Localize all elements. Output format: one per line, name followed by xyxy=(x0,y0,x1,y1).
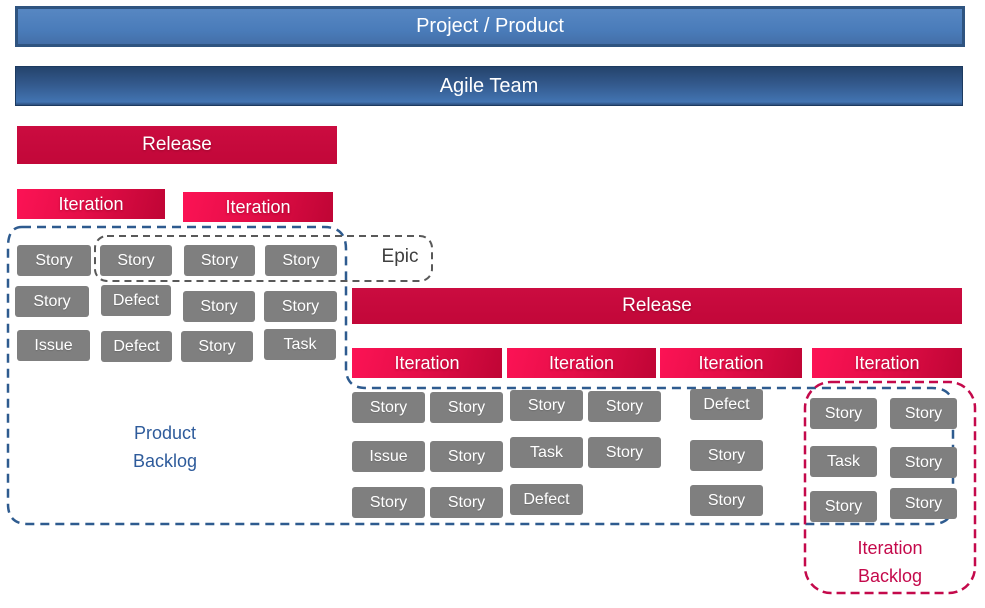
iteration-bar: Iteration xyxy=(507,348,656,378)
work-item-card: Story xyxy=(890,398,957,429)
work-item-card: Story xyxy=(690,485,763,516)
work-item-card: Issue xyxy=(17,330,90,361)
iteration-bar: Iteration xyxy=(183,192,333,222)
project-product-bar: Project / Product xyxy=(15,6,965,47)
work-item-card: Task xyxy=(264,329,336,360)
work-item-card: Story xyxy=(352,392,425,423)
work-item-card: Story xyxy=(181,331,253,362)
work-item-card: Story xyxy=(430,392,503,423)
iteration-backlog-label-line2: Backlog xyxy=(857,566,923,586)
work-item-card: Story xyxy=(588,437,661,468)
work-item-card: Task xyxy=(510,437,583,468)
product-backlog-label-line2: Backlog xyxy=(132,451,198,471)
work-item-card: Defect xyxy=(101,331,172,362)
work-item-card: Story xyxy=(430,441,503,472)
agile-team-bar: Agile Team xyxy=(15,66,963,106)
work-item-card: Defect xyxy=(690,389,763,420)
release-bar-right: Release xyxy=(352,288,962,324)
iteration-bar: Iteration xyxy=(17,189,165,219)
work-item-card: Story xyxy=(17,245,91,276)
work-item-card: Story xyxy=(264,291,337,322)
iteration-backlog-label-line1: Iteration xyxy=(857,538,923,558)
work-item-card: Story xyxy=(890,488,957,519)
work-item-card: Story xyxy=(810,398,877,429)
iteration-bar: Iteration xyxy=(812,348,962,378)
work-item-card: Defect xyxy=(101,285,171,316)
iteration-backlog-outline xyxy=(803,380,977,595)
work-item-card: Story xyxy=(510,390,583,421)
work-item-card: Story xyxy=(890,447,957,478)
iteration-backlog-label: Iteration Backlog xyxy=(806,534,974,590)
work-item-card: Task xyxy=(810,446,877,477)
work-item-card: Defect xyxy=(510,484,583,515)
iteration-bar: Iteration xyxy=(660,348,802,378)
work-item-card: Story xyxy=(184,245,255,276)
work-item-card: Story xyxy=(265,245,337,276)
work-item-card: Story xyxy=(352,487,425,518)
epic-outline xyxy=(94,235,433,282)
release-bar-left: Release xyxy=(17,126,337,164)
work-item-card: Story xyxy=(15,286,89,317)
product-backlog-label: Product Backlog xyxy=(95,419,235,475)
product-backlog-label-line1: Product xyxy=(133,423,197,443)
work-item-card: Issue xyxy=(352,441,425,472)
work-item-card: Story xyxy=(100,245,172,276)
work-item-card: Story xyxy=(588,391,661,422)
iteration-bar: Iteration xyxy=(352,348,502,378)
work-item-card: Story xyxy=(183,291,255,322)
work-item-card: Story xyxy=(810,491,877,522)
work-item-card: Story xyxy=(430,487,503,518)
epic-label: Epic xyxy=(381,246,419,267)
work-item-card: Story xyxy=(690,440,763,471)
